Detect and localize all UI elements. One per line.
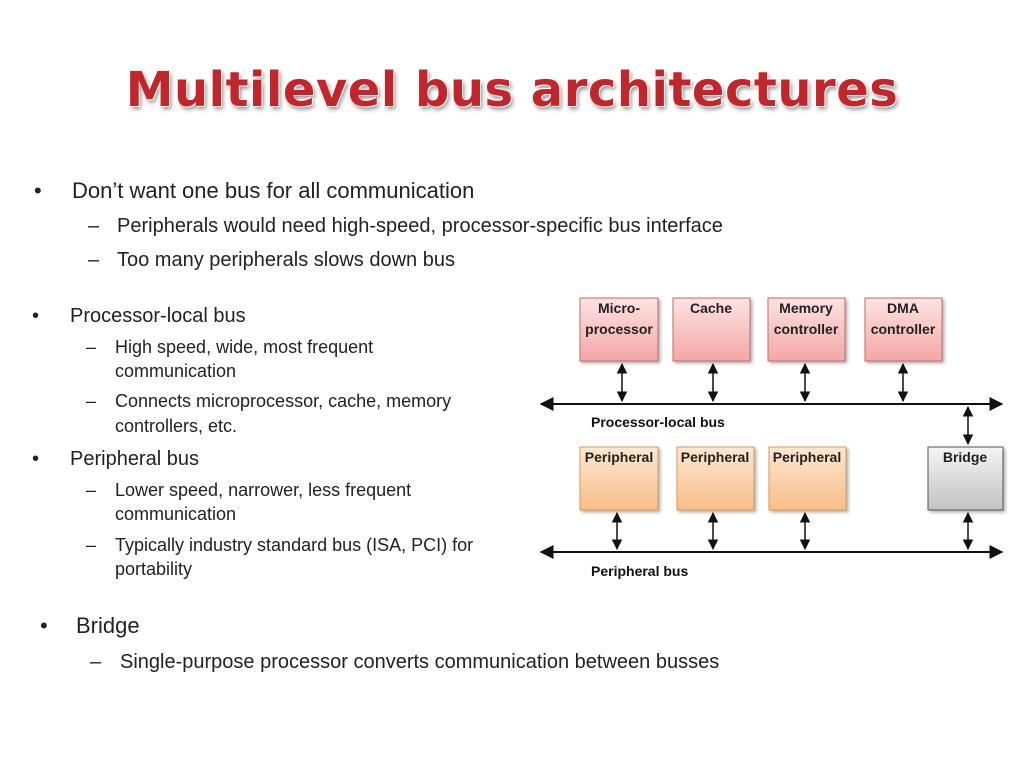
box-label: Peripheral (585, 449, 653, 465)
sub-bullet-dash: – (88, 215, 100, 237)
box-label: Bridge (943, 449, 988, 465)
box-label: Peripheral (773, 449, 841, 465)
processor-bus-connectors (616, 362, 909, 403)
peripheral-box: Peripheral (579, 446, 659, 511)
bullet-text: Processor-local bus (70, 305, 246, 327)
sub-bullet-text: Connects microprocessor, cache, memory (115, 391, 452, 411)
sub-bullet-dash: – (86, 391, 97, 411)
sub-bullet-text: Too many peripherals slows down bus (117, 249, 455, 271)
sub-bullet-dash: – (88, 249, 100, 271)
sub-bullet-dash: – (90, 651, 102, 673)
sub-bullet-text: Lower speed, narrower, less frequent (115, 480, 412, 500)
memory-controller-box: Memory controller (767, 297, 846, 362)
sub-bullet-dash: – (86, 535, 97, 555)
sub-bullet-text: Typically industry standard bus (ISA, PC… (115, 535, 474, 555)
box-label: Micro- (598, 300, 640, 316)
sub-bullet-text: Peripherals would need high-speed, proce… (117, 215, 723, 237)
box-label: processor (585, 321, 653, 337)
dma-controller-box: DMA controller (864, 297, 943, 362)
bullet-text: Bridge (76, 613, 140, 638)
bullet-mark: • (34, 178, 42, 203)
sub-bullet-text-cont: communication (115, 361, 237, 381)
box-label: Peripheral (681, 449, 749, 465)
bullet-text: Peripheral bus (70, 448, 199, 470)
sub-bullet-text: High speed, wide, most frequent (115, 337, 374, 357)
sub-bullet-text: Single-purpose processor converts commun… (120, 651, 720, 673)
bridge-box: Bridge (927, 446, 1004, 511)
peripheral-bus-connectors (611, 511, 974, 551)
peripheral-bus-label: Peripheral bus (591, 563, 688, 579)
sub-bullet-dash: – (86, 337, 97, 357)
microprocessor-box: Micro- processor (579, 297, 659, 362)
peripheral-box: Peripheral (768, 446, 847, 511)
cache-box: Cache (672, 297, 751, 362)
box-label: controller (774, 321, 839, 337)
sub-bullet-text-cont: controllers, etc. (115, 416, 238, 436)
bullet-mark: • (40, 613, 48, 638)
slide-title: Multilevel bus architectures (125, 62, 899, 118)
peripheral-box: Peripheral (676, 446, 755, 511)
processor-bus-label: Processor-local bus (591, 414, 725, 430)
bullet-text: Don’t want one bus for all communication (72, 178, 475, 203)
box-label: Cache (690, 300, 732, 316)
sub-bullet-text-cont: portability (115, 559, 193, 579)
box-label: controller (871, 321, 936, 337)
bullet-mark: • (32, 448, 40, 470)
box-label: DMA (887, 300, 919, 316)
box-label: Memory (779, 300, 833, 316)
sub-bullet-text-cont: communication (115, 504, 237, 524)
bullet-mark: • (32, 305, 40, 327)
sub-bullet-dash: – (86, 480, 97, 500)
